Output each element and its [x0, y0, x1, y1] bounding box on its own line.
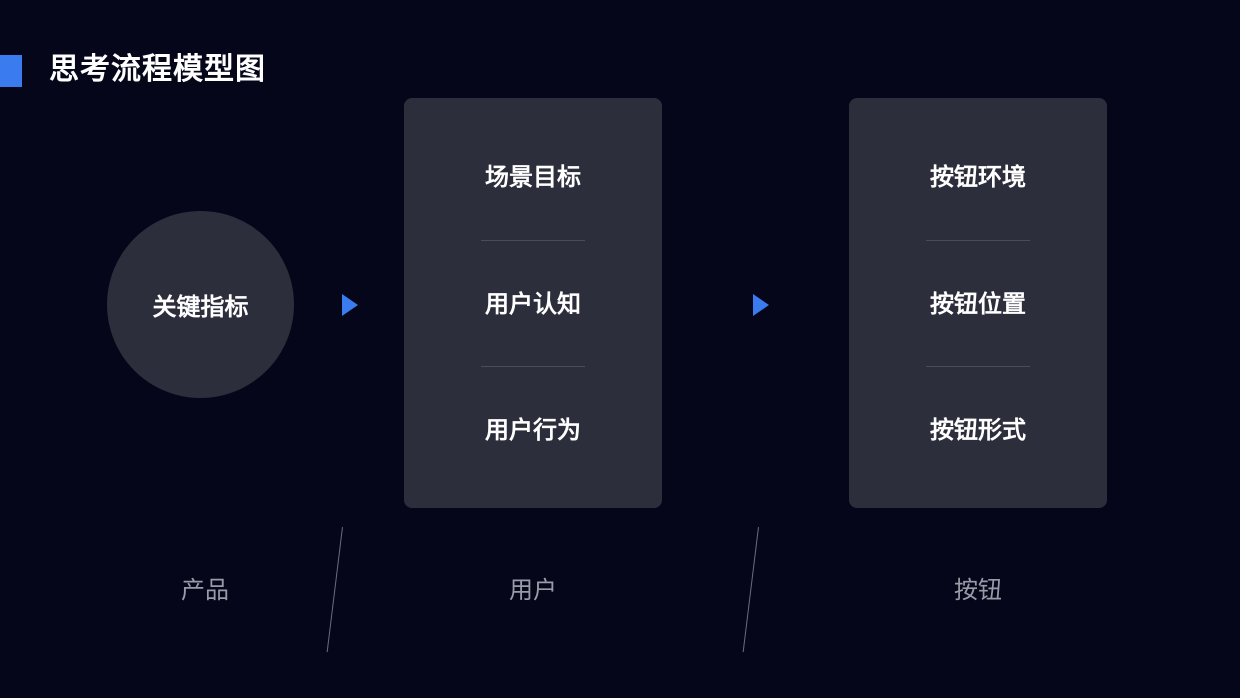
column-separator	[326, 527, 343, 653]
column-label-button: 按钮	[954, 576, 1002, 604]
divider	[926, 240, 1030, 241]
card-item: 用户认知	[485, 290, 581, 318]
triangle-right-icon	[342, 294, 358, 316]
key-metrics-circle: 关键指标	[107, 211, 294, 398]
card-item: 用户行为	[485, 416, 581, 444]
title-accent-bar	[0, 55, 22, 87]
button-card: 按钮环境 按钮位置 按钮形式	[849, 98, 1107, 508]
card-item: 按钮形式	[930, 416, 1026, 444]
divider	[481, 366, 585, 367]
circle-label: 关键指标	[152, 293, 249, 321]
user-card: 场景目标 用户认知 用户行为	[404, 98, 662, 508]
divider	[926, 366, 1030, 367]
card-item: 按钮环境	[930, 163, 1026, 191]
divider	[481, 240, 585, 241]
column-label-user: 用户	[509, 576, 557, 604]
triangle-right-icon	[753, 294, 769, 316]
card-item: 按钮位置	[930, 290, 1026, 318]
column-separator	[742, 527, 759, 653]
column-label-product: 产品	[181, 576, 229, 604]
card-item: 场景目标	[485, 163, 581, 191]
page-title: 思考流程模型图	[49, 52, 266, 87]
